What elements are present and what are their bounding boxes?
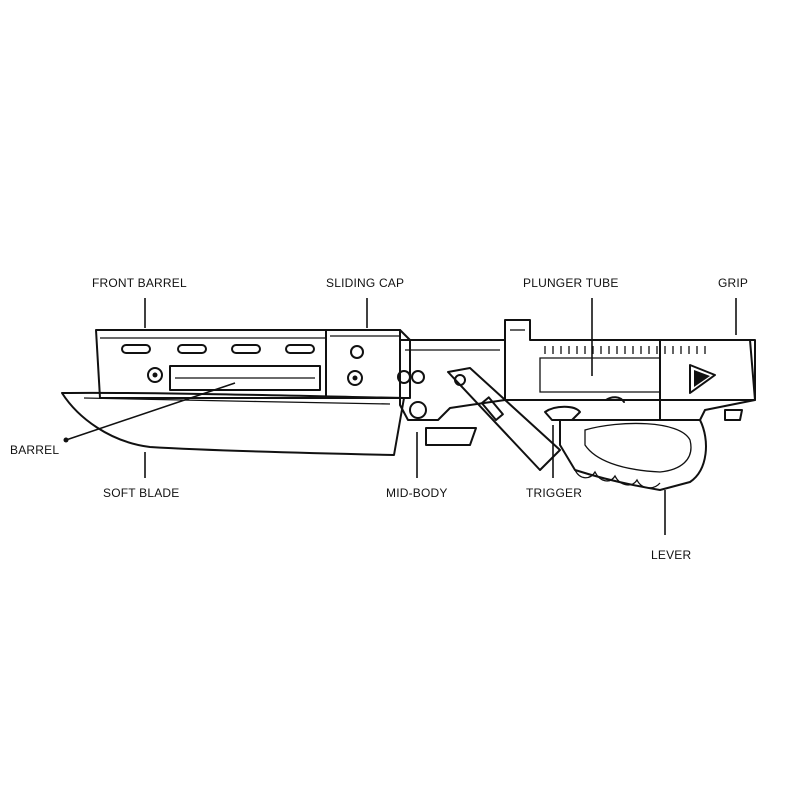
label-trigger: TRIGGER [526,486,583,500]
trigger [544,396,625,421]
label-plunger-tube: PLUNGER TUBE [523,276,619,290]
label-lever: LEVER [651,548,692,562]
front-barrel [95,329,401,399]
barrel [169,365,321,391]
sliding-cap [325,329,411,399]
grip [544,339,756,421]
leader-lines [63,298,737,535]
label-grip: GRIP [718,276,749,290]
lever-handle [559,419,707,491]
mid-body [397,339,506,446]
label-mid-body: MID-BODY [386,486,448,500]
label-barrel: BARREL [10,443,60,457]
plunger-tube [504,319,756,401]
label-soft-blade: SOFT BLADE [103,486,180,500]
cocking-lever-arm [447,367,561,471]
label-sliding-cap: SLIDING CAP [326,276,405,290]
label-front-barrel: FRONT BARREL [92,276,187,290]
